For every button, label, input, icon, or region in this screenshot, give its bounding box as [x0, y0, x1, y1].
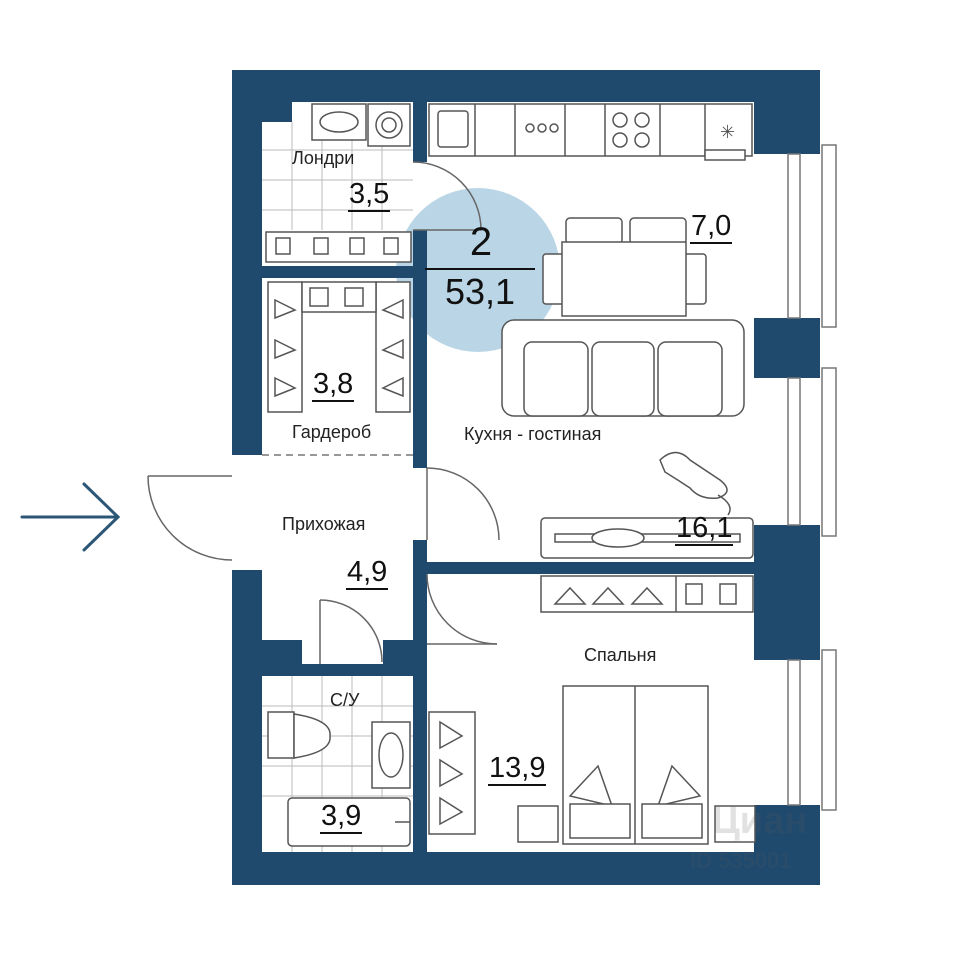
- laundry-fixtures: [265, 103, 412, 263]
- hallway-area: 4,9: [346, 556, 389, 590]
- watermark-brand: Циан: [712, 800, 808, 842]
- living-door: [426, 467, 500, 541]
- cat-icon: [659, 451, 731, 516]
- wardrobe-label: Гардероб: [292, 422, 372, 442]
- bedroom-wardrobe: [540, 575, 754, 613]
- bedroom-shelf: [428, 711, 476, 835]
- entrance-arrow-icon: [20, 482, 121, 552]
- bedroom-area: 13,9: [488, 752, 547, 786]
- bathroom-label: С/У: [330, 690, 360, 710]
- windows: [787, 144, 837, 811]
- living-label: Кухня - гостиная: [464, 424, 602, 444]
- total-area: 53,1: [425, 268, 535, 314]
- kitchen-counter: [428, 103, 753, 161]
- sofa: [501, 319, 745, 417]
- wardrobe-fixtures: [267, 281, 411, 413]
- bathroom-fixtures: [267, 711, 411, 847]
- laundry-area: 3,5: [348, 178, 391, 212]
- watermark-id: ID 535001: [690, 848, 792, 873]
- laundry-label: Лондри: [292, 148, 355, 168]
- rooms-count: 2: [469, 220, 493, 264]
- bedroom-label: Спальня: [584, 645, 657, 665]
- entry-door: [147, 475, 233, 561]
- tv-stand: [540, 517, 754, 559]
- dining-table: [542, 217, 707, 317]
- wardrobe-area: 3,8: [312, 368, 355, 402]
- kitchen-area: 7,0: [690, 210, 733, 244]
- hallway-label: Прихожая: [282, 514, 366, 534]
- fan-icon: ✳: [720, 122, 735, 143]
- bathroom-area: 3,9: [320, 800, 363, 834]
- rooms-badge-circle: [396, 188, 560, 352]
- laundry-tiles: [262, 122, 413, 230]
- living-area: 16,1: [675, 512, 734, 546]
- bed-icon: [517, 685, 756, 845]
- interior-walls: [262, 102, 788, 852]
